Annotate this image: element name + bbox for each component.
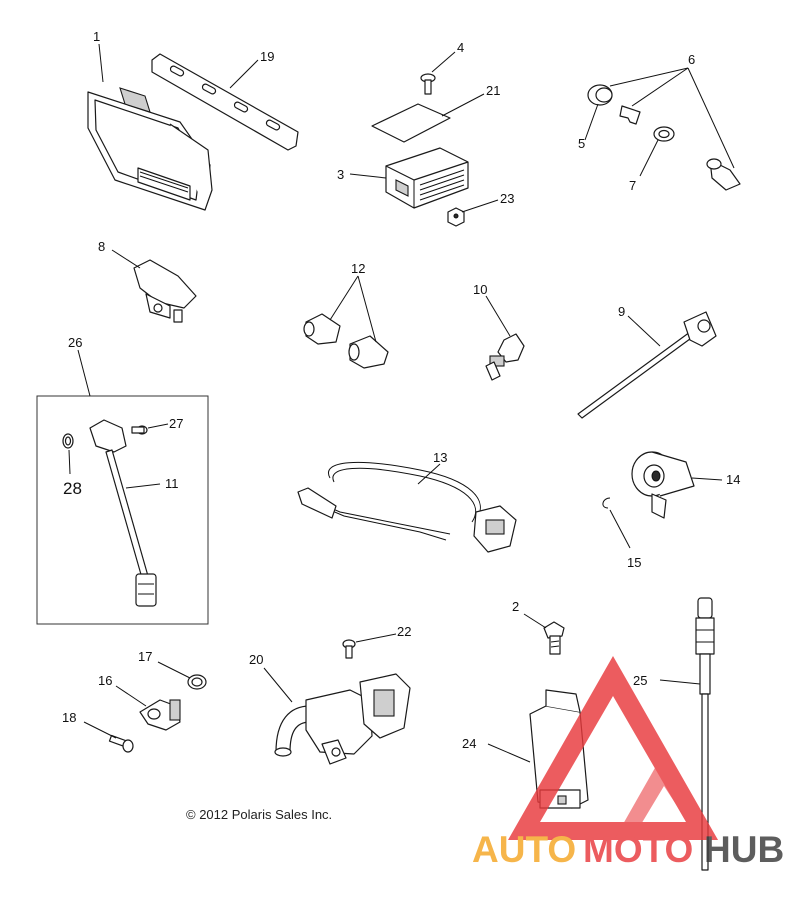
automotohub-watermark-logo: AUTO MOTO HUB <box>472 656 784 870</box>
callout-28: 28 <box>63 479 82 498</box>
part-13-harness <box>297 461 517 553</box>
callout-17: 17 <box>138 649 152 664</box>
part-5-grommet <box>587 84 613 106</box>
callout-18: 18 <box>62 710 76 725</box>
callout-16: 16 <box>98 673 112 688</box>
callout-10: 10 <box>473 282 487 297</box>
callout-27: 27 <box>169 416 183 431</box>
callout-9: 9 <box>618 304 625 319</box>
callout-24: 24 <box>462 736 476 751</box>
part-17-o-ring <box>187 674 207 690</box>
part-25-probe <box>695 597 715 871</box>
callout-15: 15 <box>627 555 641 570</box>
part-26-kit-box <box>36 395 209 625</box>
part-14-knock-sensor <box>631 451 695 519</box>
callout-4: 4 <box>457 40 464 55</box>
part-10-temp-sensor <box>485 333 525 381</box>
callout-8: 8 <box>98 239 105 254</box>
part-11-sensor-cable <box>89 419 157 607</box>
watermark-hub: HUB <box>704 829 784 870</box>
part-23-nut <box>447 207 465 227</box>
callout-3: 3 <box>337 167 344 182</box>
callout-11: 11 <box>165 476 179 491</box>
copyright-text: © 2012 Polaris Sales Inc. <box>186 807 332 822</box>
callout-26: 26 <box>68 335 82 350</box>
part-3-module <box>385 147 469 209</box>
part-15-clip <box>602 497 611 509</box>
callout-21: 21 <box>486 83 500 98</box>
part-7-washer <box>653 126 675 142</box>
callout-23: 23 <box>500 191 514 206</box>
watermark-auto: AUTO <box>472 829 576 870</box>
part-1-ecu <box>87 87 213 211</box>
part-9-probe <box>577 311 717 419</box>
callout-6: 6 <box>688 52 695 67</box>
callout-20: 20 <box>249 652 263 667</box>
part-28-o-ring <box>62 433 74 449</box>
part-22-screw <box>342 639 356 659</box>
callout-25: 25 <box>633 673 647 688</box>
part-19-bracket <box>151 53 299 151</box>
callout-13: 13 <box>433 450 447 465</box>
part-6-sensor <box>706 158 741 191</box>
part-6-clip <box>619 105 641 125</box>
callout-12: 12 <box>351 261 365 276</box>
callout-22: 22 <box>397 624 411 639</box>
part-27-bolt <box>131 425 148 435</box>
part-18-bolt <box>108 734 134 753</box>
callout-5: 5 <box>578 136 585 151</box>
callout-7: 7 <box>629 178 636 193</box>
part-20-valve <box>274 673 411 765</box>
part-16-sensor <box>139 699 181 731</box>
part-12-plugs <box>303 313 389 369</box>
part-8-sensor <box>133 259 197 323</box>
callout-1: 1 <box>93 29 100 44</box>
callout-2: 2 <box>512 599 519 614</box>
part-4-screw <box>420 73 436 95</box>
watermark-moto: MOTO <box>583 829 693 870</box>
part-21-gasket <box>371 103 451 143</box>
callout-14: 14 <box>726 472 740 487</box>
callout-19: 19 <box>260 49 274 64</box>
part-2-bolt <box>543 621 565 655</box>
